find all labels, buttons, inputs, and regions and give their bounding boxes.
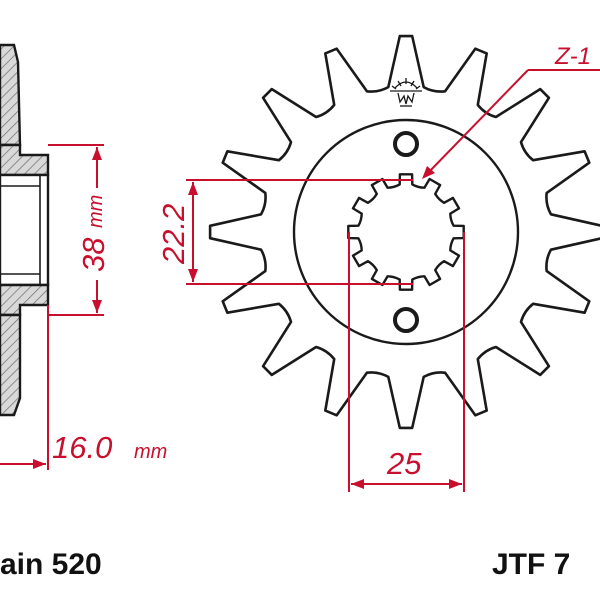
teeth-leader: [422, 69, 600, 179]
sprocket-side-section: [0, 43, 50, 417]
arrow-icon: [422, 166, 435, 179]
bore-dimension: [48, 144, 104, 316]
arrow-right-icon: [449, 479, 462, 489]
hub-circle: [292, 118, 520, 346]
width-dimension: [0, 305, 49, 470]
spline-outer-dimension: [348, 232, 465, 492]
arrow-down-icon: [188, 269, 198, 282]
arrow-up-icon: [188, 182, 198, 195]
upper-mount-hole: [393, 131, 419, 157]
upper-tooth-section: [0, 43, 22, 147]
bore-unit-label: mm: [85, 195, 107, 228]
spline-inner-label: 22.2: [156, 204, 191, 265]
arrow-right-icon: [33, 459, 46, 469]
spline-outer-label: 25: [386, 446, 422, 481]
bore-diameter-label: 38: [76, 237, 111, 272]
width-unit-label: mm: [134, 441, 167, 463]
spline-inner-dimension: [186, 179, 413, 285]
arrow-left-icon: [351, 479, 364, 489]
lower-tooth-section: [0, 313, 22, 417]
lower-hub-section: [0, 283, 50, 317]
spline-bore: [347, 173, 465, 291]
chain-size-label: ain 520: [0, 548, 102, 581]
brand-emblem-icon: [390, 78, 422, 107]
upper-hub-section: [0, 143, 50, 177]
part-number-label: JTF 7: [492, 548, 571, 581]
teeth-count-label: Z-1: [554, 43, 591, 70]
arrow-up-icon: [92, 147, 102, 160]
lower-mount-hole: [393, 307, 419, 333]
arrow-down-icon: [92, 300, 102, 313]
width-label: 16.0: [52, 430, 112, 465]
